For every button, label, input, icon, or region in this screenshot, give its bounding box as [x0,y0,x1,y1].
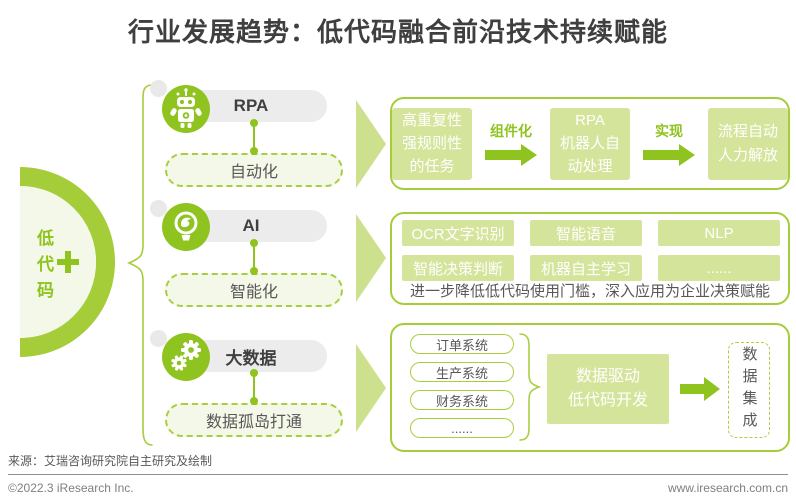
connector-dot [250,397,258,405]
flow-arrow-triangle [356,344,386,432]
connector-line [253,242,255,273]
bulb-icon [174,211,198,241]
result-box: 数据集成 [728,342,770,438]
tech-label: RPA [233,96,269,115]
block-arrow-icon [643,144,695,166]
deco-dot [150,80,167,97]
capability-pill-rpa: 自动化 [165,153,343,187]
ai-chip: 智能决策判断 [402,255,514,281]
rpa-icon-circle [162,85,210,133]
ai-chip: 机器自主学习 [530,255,642,281]
connector-dot [250,369,258,377]
ai-panel: OCR文字识别 智能语音 NLP 智能决策判断 机器自主学习 ...... 进一… [390,212,790,305]
system-pill: 生产系统 [410,362,514,382]
flow-arrow-group: 组件化 [485,121,537,166]
connector-line [253,372,255,403]
capability-pill-bigdata: 数据孤岛打通 [165,403,343,437]
driver-box: 数据驱动 低代码开发 [547,354,669,424]
hub-brace [126,84,153,446]
connector-dot [250,239,258,247]
ai-chip: OCR文字识别 [402,220,514,246]
flow-arrow-label: 组件化 [490,123,532,139]
plus-icon [57,251,79,273]
ai-caption: 进一步降低低代码使用门槛，深入应用为企业决策赋能 [409,283,770,300]
hub-label: 低代码 [34,229,53,307]
gears-icon [171,340,201,371]
footer-copyright: ©2022.3 iResearch Inc. [8,481,134,495]
bigdata-icon-circle [162,333,210,381]
deco-dot [150,200,167,217]
system-pill: 财务系统 [410,390,514,410]
capability-pill-ai: 智能化 [165,273,343,307]
system-pill: 订单系统 [410,334,514,354]
flow-arrow-triangle [356,214,386,302]
flow-arrow-triangle [356,100,386,188]
capability-label: 数据孤岛打通 [205,414,302,431]
bigdata-panel: 订单系统 生产系统 财务系统 ...... 数据驱动 低代码开发 数据集成 [390,323,790,452]
flow-step-rpa-robot: RPA 机器人自 动处理 [550,107,630,180]
footer-source: 来源：艾瑞咨询研究院自主研究及绘制 [8,454,213,468]
ai-chip: 智能语音 [530,220,642,246]
footer-divider [8,474,788,475]
robot-icon [170,88,202,128]
block-arrow-icon [485,144,537,166]
ai-chip: NLP [658,220,780,246]
flow-step-result: 流程自动 人力解放 [708,107,788,180]
result-label: 数据集成 [740,346,758,434]
footer-website: www.iresearch.com.cn [667,481,788,495]
block-arrow-icon [680,377,720,401]
ai-icon-circle [162,203,210,251]
system-pill: ...... [410,418,514,438]
deco-dot [150,330,167,347]
tech-label: 大数据 [225,348,277,368]
rpa-flow-panel: 高重复性 强规则性 的任务 组件化 RPA 机器人自 动处理 实现 流程自动 人… [390,97,790,190]
page-title: 行业发展趋势：低代码融合前沿技术持续赋能 [127,17,668,47]
systems-brace [519,333,542,441]
capability-label: 自动化 [229,164,278,181]
connector-dot [250,267,258,275]
flow-arrow-label: 实现 [655,123,683,139]
ai-chip: ...... [658,255,780,281]
flow-arrow-group: 实现 [643,121,695,166]
connector-dot [250,119,258,127]
connector-line [253,122,255,153]
connector-dot [250,147,258,155]
capability-label: 智能化 [229,284,278,301]
tech-label: AI [242,216,260,235]
ai-chip-grid: OCR文字识别 智能语音 NLP 智能决策判断 机器自主学习 ...... [402,220,782,281]
flow-step-tasks: 高重复性 强规则性 的任务 [392,107,472,180]
